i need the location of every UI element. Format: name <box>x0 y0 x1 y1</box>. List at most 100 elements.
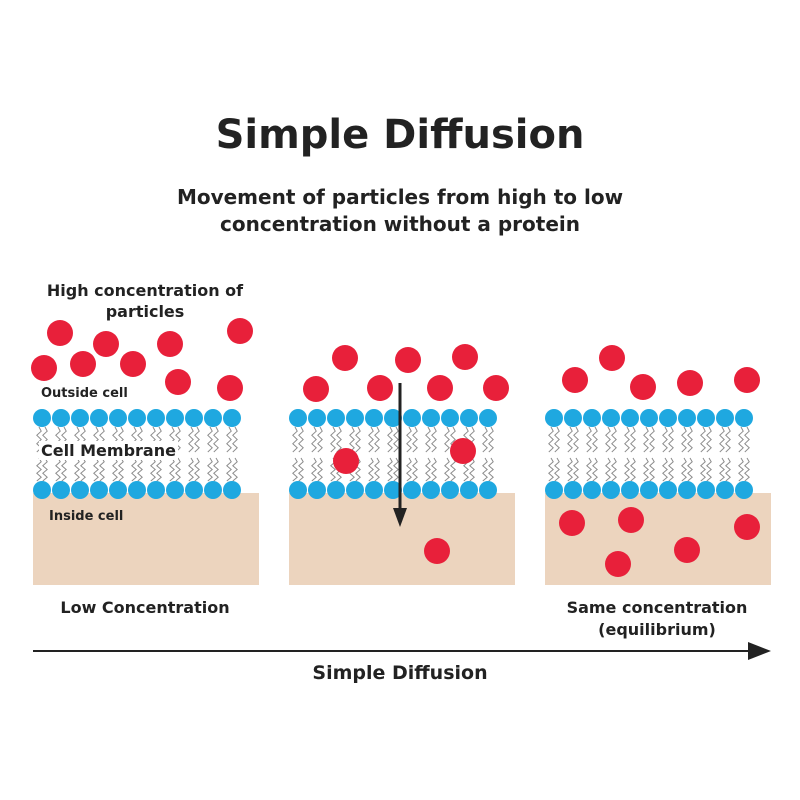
lipid-tail <box>374 457 380 482</box>
phospholipid-head <box>716 481 734 499</box>
particle <box>367 375 393 401</box>
lipid-tail <box>482 457 488 482</box>
lipid-tail <box>393 426 399 453</box>
phospholipid-head <box>422 481 440 499</box>
lipid-tail <box>450 457 456 482</box>
lipid-tail <box>355 457 361 482</box>
particle <box>562 367 588 393</box>
phospholipid-head <box>33 481 51 499</box>
phospholipid-head <box>621 481 639 499</box>
lipid-tail <box>175 457 181 482</box>
phospholipid-head <box>185 481 203 499</box>
lipid-tail <box>482 426 488 453</box>
lipid-tail <box>232 426 238 453</box>
lipid-tail <box>744 426 750 453</box>
low-concentration-label: Low Concentration <box>60 598 230 617</box>
phospholipid-head <box>640 481 658 499</box>
lipid-tail <box>630 457 636 482</box>
panel-diffusing <box>289 344 515 585</box>
phospholipid-head <box>678 481 696 499</box>
lipid-tail <box>330 426 336 453</box>
lipid-tail <box>681 426 687 453</box>
phospholipid-head <box>327 481 345 499</box>
lipid-tail <box>643 457 649 482</box>
particle <box>395 347 421 373</box>
lipid-tail <box>137 457 143 482</box>
particle <box>70 351 96 377</box>
lipid-tail <box>42 457 48 482</box>
inside-cell-area <box>33 493 259 585</box>
lipid-tail <box>706 426 712 453</box>
particle <box>227 318 253 344</box>
lipid-tail <box>573 457 579 482</box>
lipid-tail <box>93 457 99 482</box>
lipid-tail <box>649 457 655 482</box>
lipid-tail <box>630 426 636 453</box>
phospholipid-head <box>327 409 345 427</box>
lipid-tail <box>194 426 200 453</box>
lipid-tail <box>131 457 137 482</box>
particle <box>674 537 700 563</box>
particle <box>677 370 703 396</box>
phospholipid-head <box>384 409 402 427</box>
particle <box>483 375 509 401</box>
lipid-tail <box>374 426 380 453</box>
particle-in-membrane <box>333 448 359 474</box>
lipid-tail <box>355 426 361 453</box>
diffusion-direction-arrow <box>393 383 407 527</box>
lipid-tail <box>55 457 61 482</box>
lipid-tail <box>719 426 725 453</box>
lipid-tail <box>213 457 219 482</box>
lipid-tail <box>406 457 412 482</box>
inside-cell-label: Inside cell <box>49 509 124 524</box>
membrane-heads <box>289 409 497 499</box>
lipid-tail <box>567 426 573 453</box>
lipid-tail <box>662 457 668 482</box>
lipid-tail <box>298 457 304 482</box>
lipid-tail <box>548 426 554 453</box>
phospholipid-head <box>697 481 715 499</box>
lipid-tail <box>425 457 431 482</box>
lipid-tail <box>681 457 687 482</box>
cell-membrane-label: Cell Membrane <box>39 441 178 460</box>
phospholipid-head <box>583 409 601 427</box>
phospholipid-head <box>659 409 677 427</box>
lipid-tail <box>226 426 232 453</box>
phospholipid-head <box>346 481 364 499</box>
lipid-tail <box>738 426 744 453</box>
particle <box>332 345 358 371</box>
lipid-tail <box>406 426 412 453</box>
phospholipid-head <box>166 481 184 499</box>
lipid-tail <box>719 457 725 482</box>
lipid-tail <box>725 457 731 482</box>
phospholipid-head <box>223 409 241 427</box>
lipid-tail <box>611 426 617 453</box>
phospholipid-head <box>109 409 127 427</box>
phospholipid-head <box>441 481 459 499</box>
phospholipid-head <box>185 409 203 427</box>
phospholipid-head <box>166 409 184 427</box>
lipid-tail <box>311 457 317 482</box>
lipid-tail <box>349 426 355 453</box>
lipid-tail <box>156 457 162 482</box>
phospholipid-head <box>545 481 563 499</box>
lipid-tail <box>36 457 42 482</box>
process-axis-label: Simple Diffusion <box>312 662 488 684</box>
lipid-tail <box>298 426 304 453</box>
inside-cell-area <box>545 493 771 585</box>
lipid-tail <box>554 457 560 482</box>
lipid-tail <box>548 457 554 482</box>
phospholipid-head <box>602 481 620 499</box>
lipid-tail <box>624 457 630 482</box>
phospholipid-head <box>128 409 146 427</box>
lipid-tail <box>586 457 592 482</box>
lipid-tail <box>150 457 156 482</box>
lipid-tail <box>188 426 194 453</box>
lipid-tail <box>706 457 712 482</box>
lipid-tail <box>336 426 342 453</box>
phospholipid-head <box>479 481 497 499</box>
membrane-heads <box>33 409 241 499</box>
panel-equilibrium <box>545 345 771 585</box>
lipid-tail <box>662 426 668 453</box>
phospholipid-head <box>678 409 696 427</box>
